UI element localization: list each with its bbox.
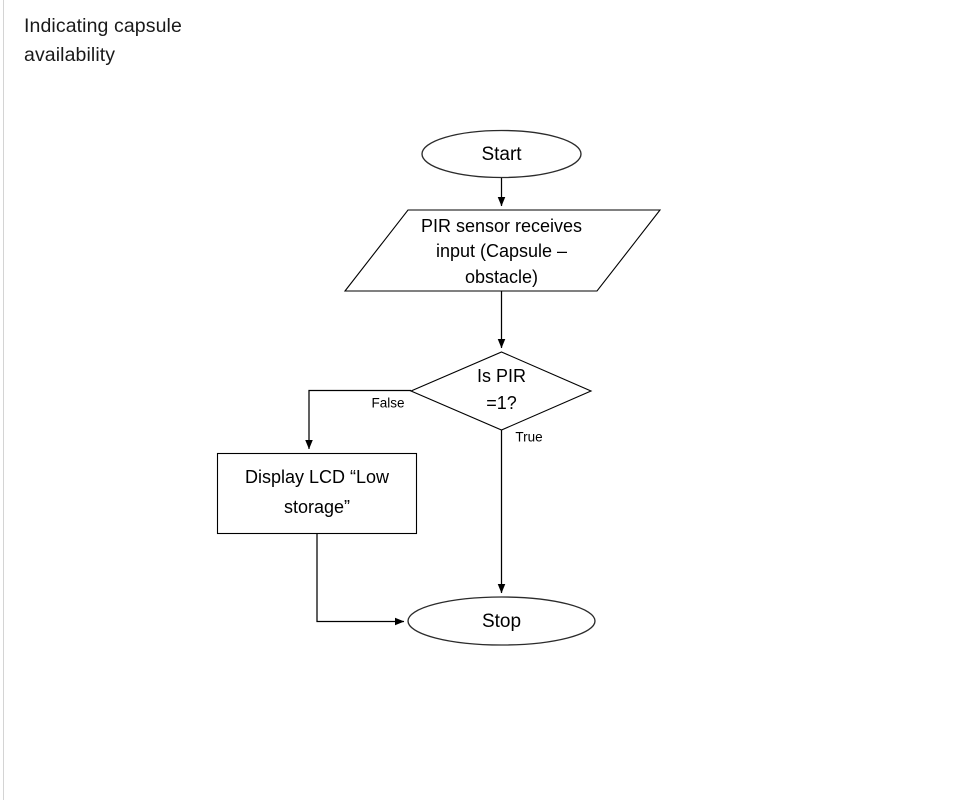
page-title: Indicating capsule availability (24, 15, 182, 66)
node-start[interactable]: Start (421, 129, 582, 179)
input-parallelogram (343, 209, 662, 292)
start-label: Start (481, 144, 522, 165)
connector-process-to-stop (316, 534, 405, 626)
decision-label-line1: Is PIR (477, 366, 526, 386)
connector-decision-false-to-process (305, 389, 411, 450)
decision-diamond (409, 351, 593, 431)
node-input[interactable]: PIR sensor receives input (Capsule – obs… (343, 209, 662, 292)
stop-ellipse (407, 596, 596, 646)
node-process[interactable]: Display LCD “Low storage” (216, 452, 418, 535)
input-label-line3: obstacle) (465, 267, 538, 287)
input-label-line2: input (Capsule – (436, 241, 567, 261)
edge-label-true: True (515, 430, 542, 445)
start-ellipse (421, 129, 582, 179)
input-label-line1: PIR sensor receives (421, 216, 582, 236)
node-decision[interactable]: Is PIR =1? (409, 351, 593, 431)
node-stop[interactable]: Stop (407, 596, 596, 646)
process-rect (216, 452, 418, 535)
stop-label: Stop (482, 611, 521, 632)
decision-label-line2: =1? (486, 393, 517, 413)
process-label-line1: Display LCD “Low (245, 467, 390, 487)
process-label-line2: storage” (284, 497, 350, 517)
left-edge-rule (3, 0, 4, 800)
edge-label-false: False (371, 396, 404, 411)
